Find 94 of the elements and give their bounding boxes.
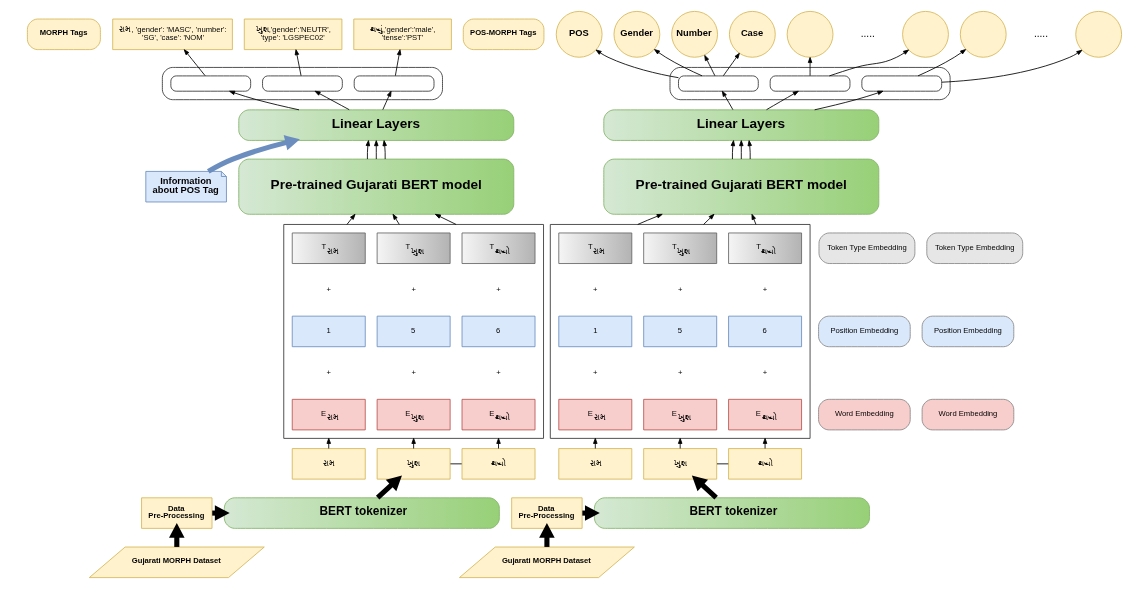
node-box: POS-MORPH Tags <box>462 18 544 51</box>
arrow <box>722 52 740 77</box>
node-box: ખુશ,'gender':'NEUTR', 'type': 'LGSPEC02' <box>243 18 342 51</box>
node-box: Pre-trained Gujarati BERT model <box>237 158 514 215</box>
arrow <box>828 49 909 77</box>
node-box: Pre-trained Gujarati BERT model <box>602 158 879 215</box>
arrow <box>941 49 1082 83</box>
arrow <box>762 437 767 449</box>
arrow <box>721 90 733 111</box>
arrow <box>326 437 331 449</box>
label: ..... <box>1033 27 1048 39</box>
node-box: રામ <box>557 448 632 480</box>
node-circle <box>786 10 833 58</box>
arrow <box>702 213 714 225</box>
node-box <box>353 75 434 92</box>
legend-label: Word Embedding <box>834 409 894 419</box>
node-box: 1 <box>557 315 632 348</box>
arrow <box>592 437 597 449</box>
label: + <box>592 367 598 377</box>
node-box: 5 <box>376 315 451 348</box>
arrow <box>751 213 756 225</box>
arrow <box>738 140 743 160</box>
legend-label: Position Embedding <box>829 326 898 336</box>
arrow <box>636 213 663 225</box>
node-box: Linear Layers <box>237 109 514 141</box>
node-box <box>261 75 343 92</box>
label: + <box>326 284 331 294</box>
arrow <box>392 213 400 225</box>
arrow <box>381 90 391 111</box>
label: + <box>410 367 416 377</box>
node-box: થયો <box>461 448 535 480</box>
arrow <box>294 49 301 77</box>
node-box: 1 <box>291 315 366 348</box>
node-box: 6 <box>727 315 802 348</box>
arrow <box>183 49 206 77</box>
node-box: BERT tokenizer <box>223 497 500 529</box>
node-box: ખુશ <box>376 448 451 480</box>
node-box: 6 <box>461 315 535 348</box>
label: + <box>677 284 682 294</box>
node-circle: Number <box>670 10 718 58</box>
node-box: Linear Layers <box>602 109 879 141</box>
label: + <box>495 367 501 377</box>
arrow <box>813 90 883 111</box>
legend-label: Word Embedding <box>938 409 997 419</box>
label: + <box>495 284 501 294</box>
arrow <box>917 49 966 77</box>
node-box: 5 <box>642 315 717 348</box>
cluster <box>282 224 544 439</box>
arrow <box>595 49 679 79</box>
arrow <box>375 475 402 500</box>
arrow <box>434 213 456 225</box>
label: + <box>410 284 416 294</box>
node-box: રામ <box>291 448 366 480</box>
node-box: Data Pre-Processing <box>140 497 212 529</box>
node-box <box>169 75 251 92</box>
arrow <box>677 437 682 449</box>
arrow <box>807 57 812 77</box>
legend-label: Token Type Embedding <box>826 243 907 253</box>
arrow <box>365 140 370 160</box>
node-box: Data Pre-Processing <box>510 497 583 529</box>
arrow <box>410 437 416 449</box>
label: + <box>592 284 598 294</box>
node-box: ખુશ <box>642 448 717 480</box>
arrow <box>373 140 378 160</box>
label: ..... <box>860 27 875 39</box>
arrow <box>346 213 355 225</box>
node-box: BERT tokenizer <box>593 497 870 529</box>
arrow <box>747 140 752 160</box>
node-box <box>769 75 850 92</box>
node-box: MORPH Tags <box>26 18 101 51</box>
legend-label: Token Type Embedding <box>934 243 1015 253</box>
cluster <box>549 224 810 439</box>
node-box: રામ, 'gender': 'MASC', 'number': 'SG', 'case': 'NOM' <box>111 18 233 51</box>
node-box <box>677 75 759 92</box>
node-box <box>860 75 942 92</box>
arrow <box>394 49 401 77</box>
label: + <box>326 367 331 377</box>
cluster <box>669 67 951 101</box>
cluster <box>161 67 443 101</box>
label: + <box>762 284 767 294</box>
arrow <box>691 475 718 500</box>
node-box: થયો <box>727 448 802 480</box>
arrow <box>495 437 501 449</box>
arrow <box>382 140 387 160</box>
arrow <box>703 54 715 77</box>
arrow <box>730 140 735 160</box>
label: + <box>762 367 767 377</box>
arrow <box>206 135 300 174</box>
node-box: થયું,'gender':'male', 'tense':'PST' <box>352 18 452 51</box>
arrow <box>314 90 350 111</box>
arrow <box>765 90 799 111</box>
legend-label: Position Embedding <box>933 326 1002 336</box>
label: + <box>677 367 682 377</box>
arrow <box>653 49 702 77</box>
